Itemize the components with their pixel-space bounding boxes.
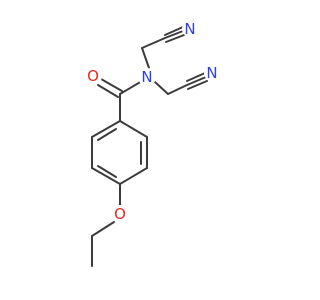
ring-bond-6 — [91, 120, 121, 138]
atom-carbonyl-oxygen: O — [84, 67, 102, 85]
bond-n-ch2-lower — [154, 81, 169, 95]
bond-carbonyl-double-b — [97, 84, 119, 98]
bond-triple-lower-b — [186, 76, 207, 86]
atom-ether-oxygen: O — [111, 205, 129, 223]
bond-triple-upper-a — [164, 26, 184, 36]
bond-triple-upper-c — [165, 34, 185, 43]
ring-bond-1 — [119, 120, 148, 138]
bond-triple-upper-b — [164, 30, 184, 39]
bond-ch2-c-lower — [167, 84, 188, 95]
bond-carbonyl-double-a — [100, 78, 123, 92]
ring-bond-3 — [119, 167, 148, 185]
atom-nitrile-nitrogen-lower: N — [204, 64, 220, 82]
bond-triple-lower-c — [187, 80, 208, 90]
bond-carbonyl-c-n — [119, 80, 143, 95]
bond-n-ch2-upper — [141, 47, 150, 69]
atom-label-nitrile-nitrogen-lower: N — [206, 64, 217, 82]
bond-ch2-c-upper — [141, 37, 166, 49]
molecule-structure-diagram: O N N N O — [84, 20, 220, 267]
ring-inner-double-2 — [97, 165, 117, 178]
atom-amide-nitrogen: N — [138, 68, 156, 86]
bond-o-ch2 — [91, 221, 115, 237]
atom-nitrile-nitrogen-upper: N — [182, 20, 198, 38]
atom-label-carbonyl-oxygen: O — [87, 67, 99, 85]
ring-inner-double-3 — [97, 128, 117, 141]
ring-bond-4 — [91, 167, 121, 185]
atom-label-amide-nitrogen: N — [141, 68, 152, 86]
bond-triple-lower-a — [186, 72, 206, 82]
atom-label-nitrile-nitrogen-upper: N — [184, 20, 195, 38]
atom-label-ether-oxygen: O — [114, 205, 126, 223]
